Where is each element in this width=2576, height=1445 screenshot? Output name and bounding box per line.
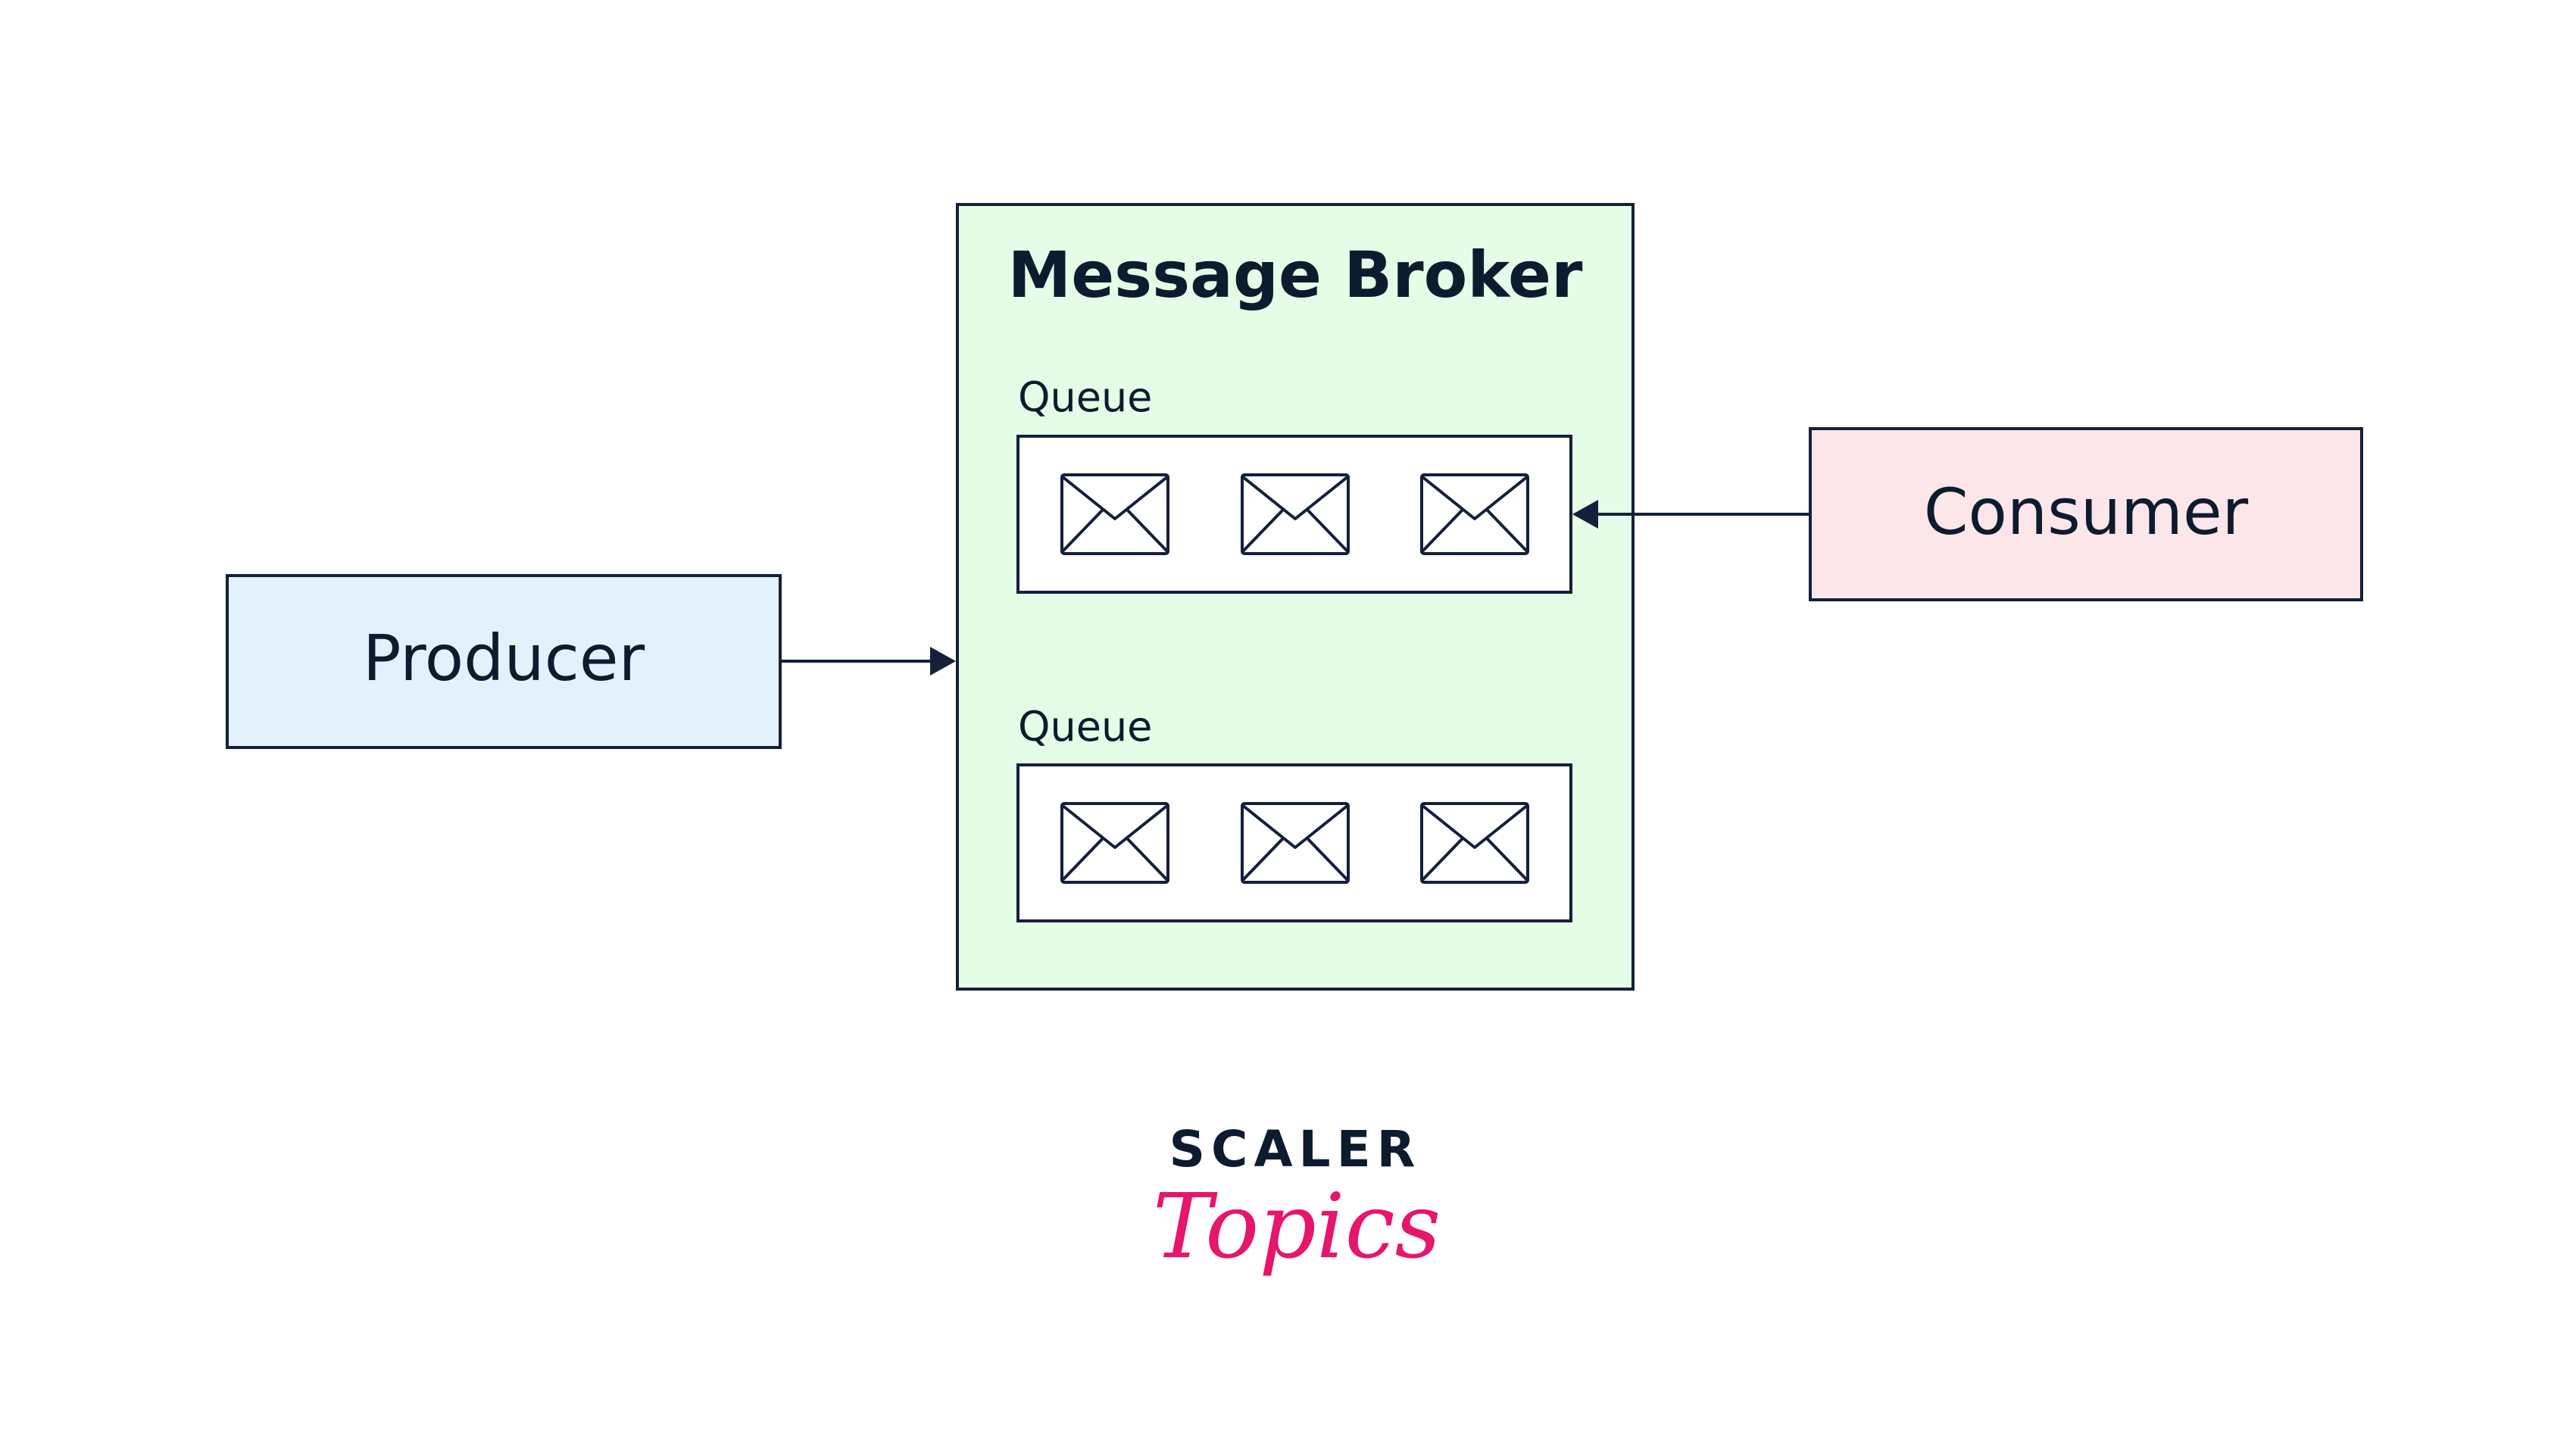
envelope-icon <box>1241 802 1350 884</box>
envelope-icon <box>1060 473 1169 555</box>
producer-node: Producer <box>226 574 782 749</box>
queue-1: Queue <box>1016 373 1572 594</box>
logo-topics-text: Topics <box>1153 1174 1441 1278</box>
envelope-icon <box>1420 802 1529 884</box>
edge-producer-to-broker <box>780 647 956 676</box>
queue-label: Queue <box>1018 703 1152 751</box>
queue-2: Queue <box>1016 703 1572 922</box>
queue-label: Queue <box>1018 373 1152 421</box>
edge-consumer-to-queue <box>1572 500 1810 529</box>
envelope-icon <box>1420 473 1529 555</box>
producer-box <box>226 574 782 749</box>
arrowhead-icon <box>930 647 956 676</box>
producer-label: Producer <box>363 621 645 695</box>
arrowhead-icon <box>1572 500 1598 529</box>
consumer-label: Consumer <box>1924 475 2249 549</box>
consumer-node: Consumer <box>1809 427 2363 601</box>
message-broker-node: Message Broker Queue Queue <box>956 203 1635 991</box>
envelope-icon <box>1241 473 1350 555</box>
scaler-topics-logo: SCALER Topics <box>1153 1120 1441 1278</box>
logo-scaler-text: SCALER <box>1169 1120 1421 1178</box>
envelope-icon <box>1060 802 1169 884</box>
consumer-box <box>1809 427 2363 601</box>
message-broker-title: Message Broker <box>1008 238 1583 312</box>
